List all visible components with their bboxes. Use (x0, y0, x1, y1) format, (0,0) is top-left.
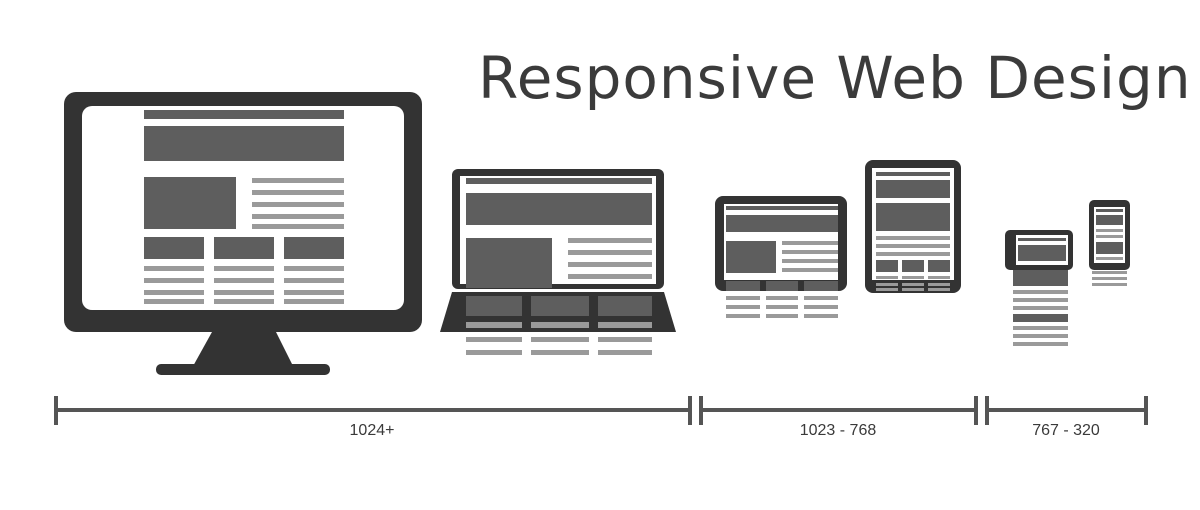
phone-landscape-icon (1005, 230, 1073, 346)
tablet-portrait-icon (865, 160, 961, 293)
page-title: Responsive Web Design (478, 44, 1192, 112)
laptop-icon (440, 169, 676, 355)
range-label-desktop: 1024+ (349, 422, 395, 439)
tablet-landscape-icon (715, 196, 847, 318)
desktop-monitor-icon (64, 92, 422, 375)
breakpoint-scale (54, 396, 1148, 425)
range-label-tablet: 1023 - 768 (799, 422, 877, 439)
range-label-mobile: 767 - 320 (1032, 422, 1100, 439)
phone-portrait-icon (1089, 200, 1130, 286)
